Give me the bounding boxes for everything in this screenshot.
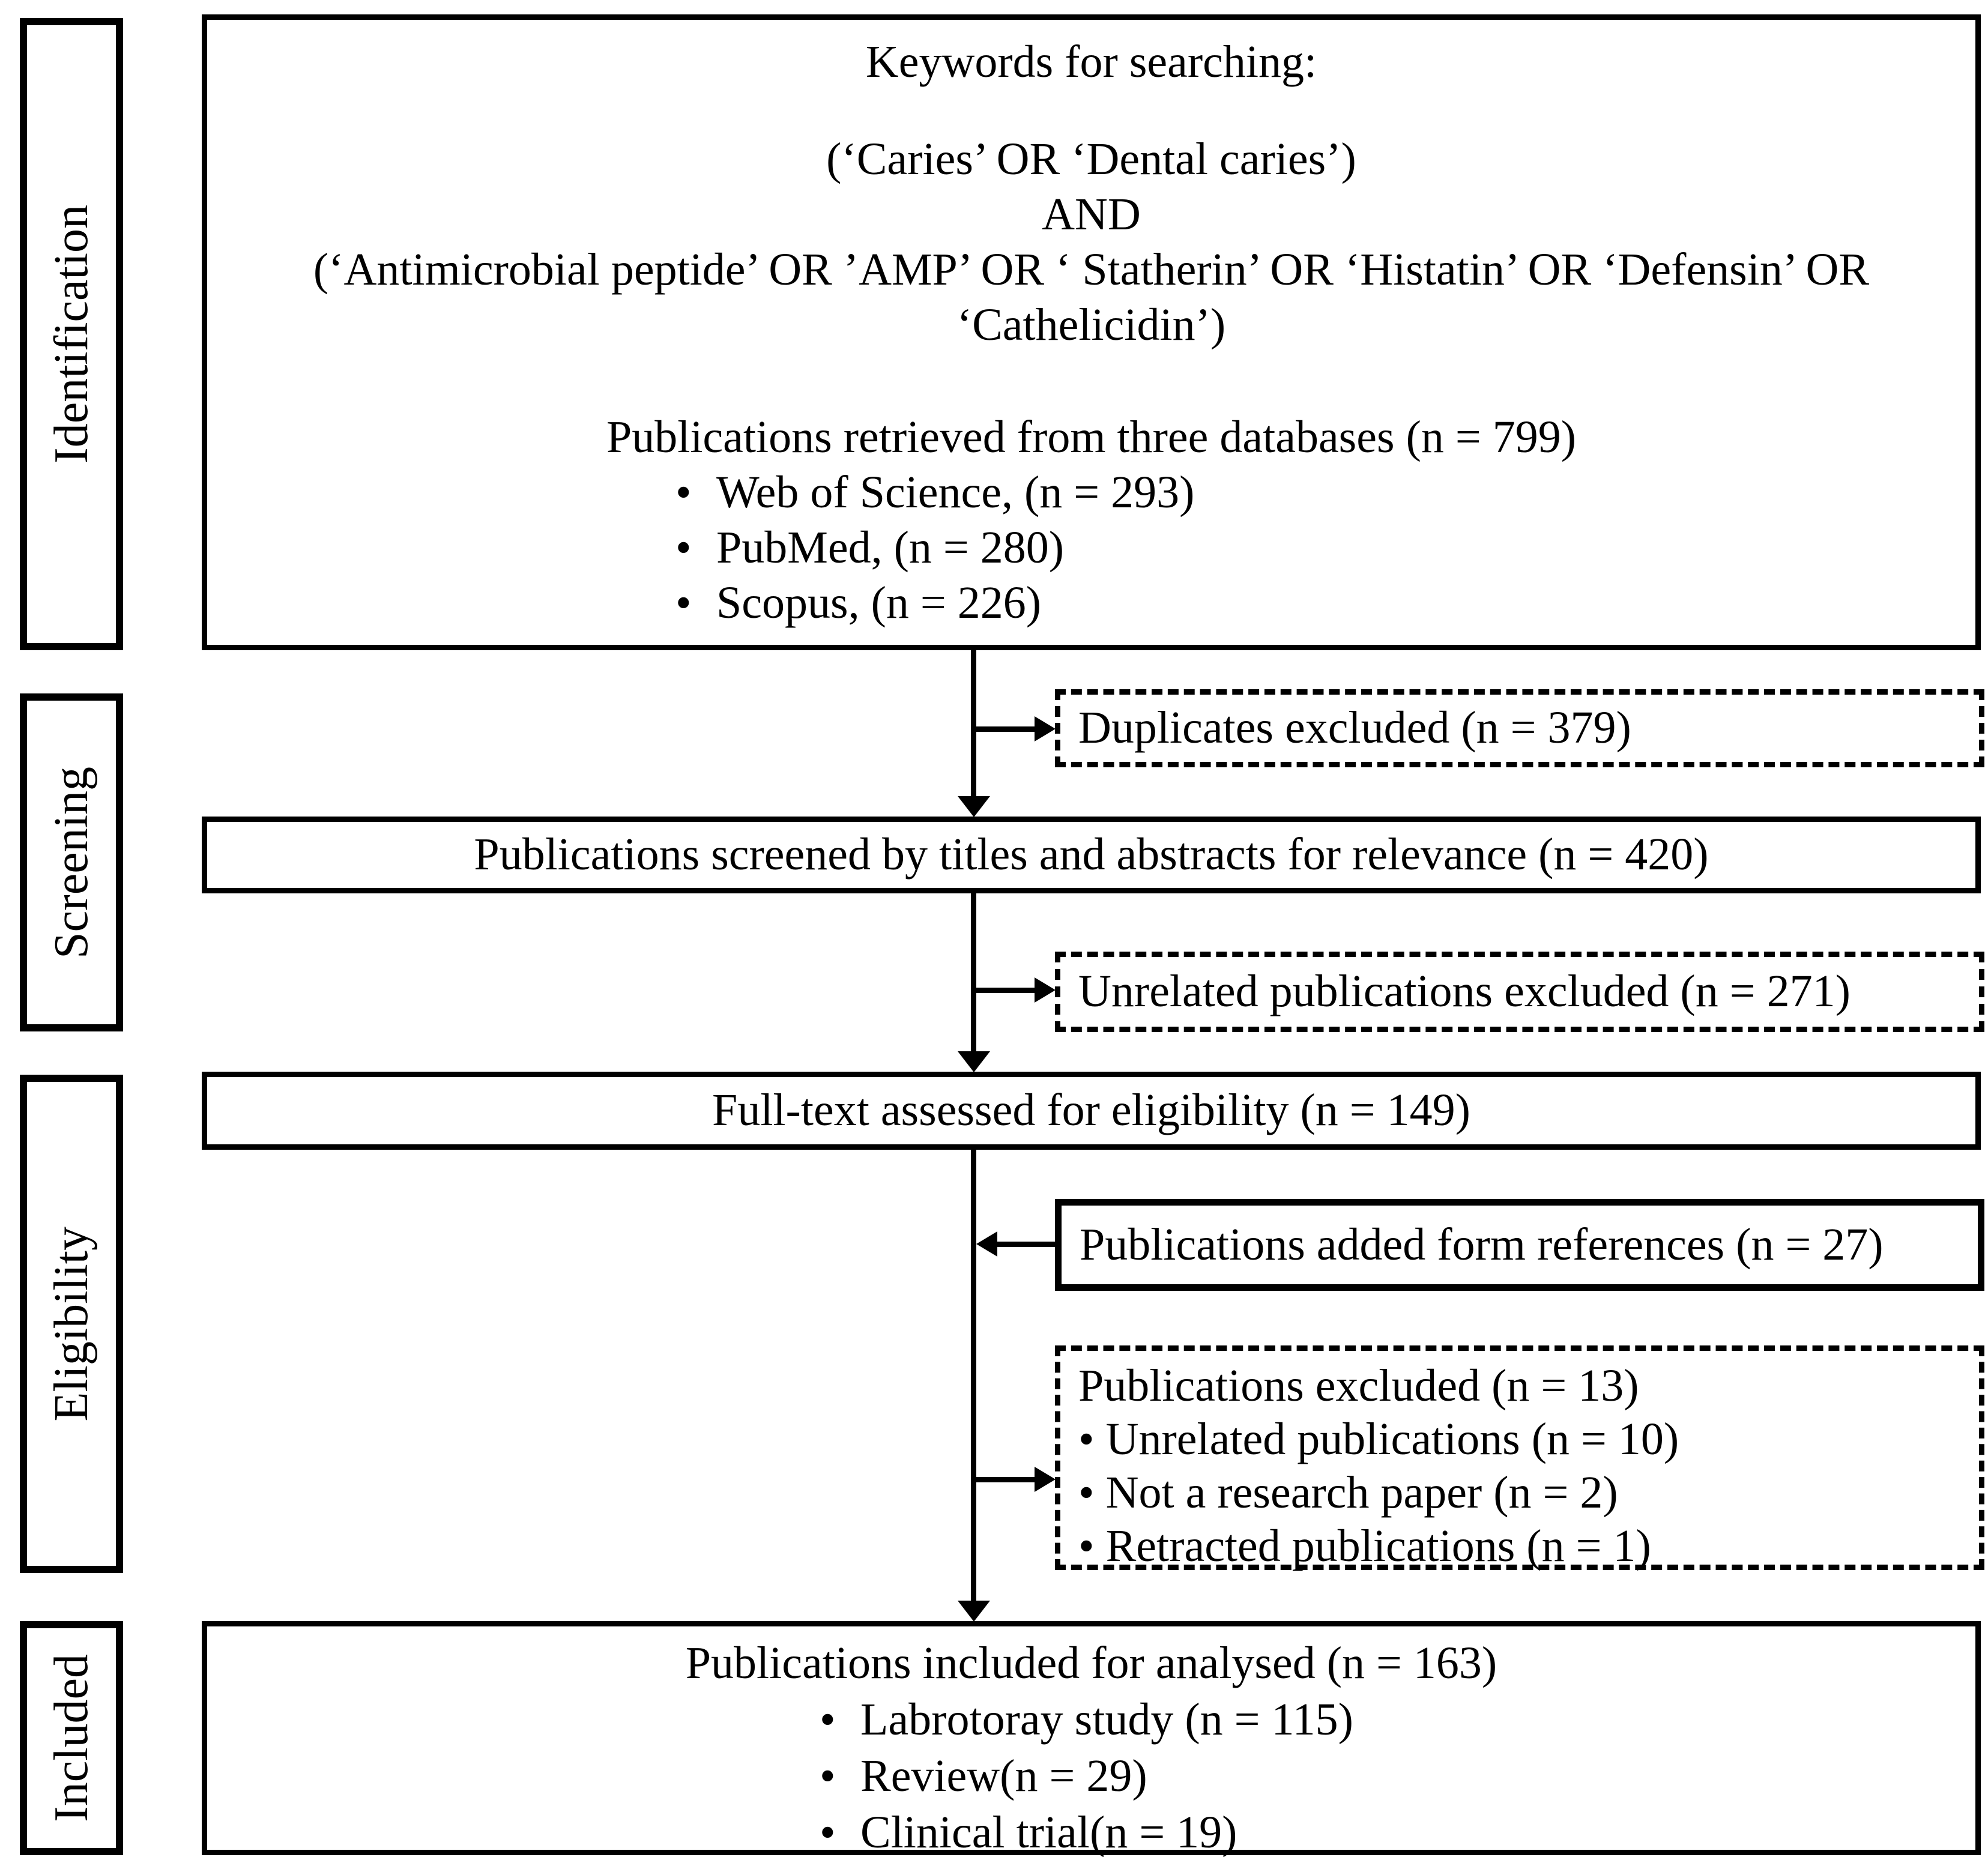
list-item: • Retracted publications (n = 1) (1078, 1520, 1679, 1573)
query-line-2: AND (1042, 189, 1141, 240)
excluded-title: Publications excluded (n = 13) (1078, 1360, 1639, 1411)
list-item: • Not a research paper (n = 2) (1078, 1466, 1679, 1520)
duplicates-excluded-box: Duplicates excluded (n = 379) (1055, 689, 1984, 767)
screened-box: Publications screened by titles and abst… (202, 817, 1981, 893)
unrelated-excluded-box: Unrelated publications excluded (n = 271… (1055, 952, 1984, 1032)
arrowhead-left-references (976, 1231, 997, 1257)
database-bullet-2: PubMed, (n = 280) (716, 522, 1065, 573)
query-line-1: (‘Caries’ OR ‘Dental caries’) (826, 134, 1356, 184)
branch-line-duplicates (973, 726, 1037, 732)
list-item: • Scopus, (n = 226) (675, 575, 1975, 630)
references-added-label: Publications added form references (n = … (1080, 1219, 1884, 1270)
keywords-title: Keywords for searching: (865, 37, 1317, 87)
bullet-icon: • (820, 1751, 836, 1801)
fulltext-label: Full-text assessed for eligibility (n = … (712, 1085, 1470, 1136)
database-bullet-3: Scopus, (n = 226) (716, 578, 1042, 628)
bullet-icon: • (675, 578, 692, 628)
branch-line-unrelated (973, 988, 1037, 993)
bullet-icon: • (820, 1694, 836, 1745)
keywords-box: Keywords for searching: (‘Caries’ OR ‘De… (202, 14, 1981, 650)
arrowhead-down-3 (958, 1601, 990, 1622)
connector-line-2 (971, 893, 976, 1055)
database-bullet-list: • Web of Science, (n = 293) • PubMed, (n =… (207, 465, 1975, 630)
connector-line-3 (971, 1150, 976, 1604)
arrowhead-right-unrelated (1035, 977, 1056, 1003)
arrowhead-right-duplicates (1035, 716, 1056, 741)
bullet-icon: • (1078, 1414, 1095, 1464)
list-item: • Unrelated publications (n = 10) (1078, 1413, 1679, 1466)
included-box: Publications included for analysed (n = … (202, 1621, 1981, 1858)
references-added-box: Publications added form references (n = … (1055, 1199, 1984, 1291)
branch-line-excluded (973, 1477, 1037, 1482)
stage-label-identification: Identification (44, 205, 98, 463)
bullet-icon: • (675, 467, 692, 518)
screened-label: Publications screened by titles and abst… (474, 829, 1709, 880)
arrowhead-down-1 (958, 796, 990, 817)
list-item: • Clinical trial(n = 19) (820, 1804, 1975, 1861)
query-line-3: (‘Antimicrobial peptide’ OR ’AMP’ OR ‘ S… (313, 244, 1870, 295)
excluded-bullet-2: Not a research paper (n = 2) (1105, 1467, 1618, 1518)
excluded-content: Publications excluded (n = 13) • Unrelat… (1060, 1351, 1685, 1579)
included-bullet-list: • Labrotoray study (n = 115) • Review(n = … (207, 1691, 1975, 1861)
included-bullet-2: Review(n = 29) (860, 1751, 1147, 1801)
included-bullet-1: Labrotoray study (n = 115) (860, 1694, 1353, 1745)
fulltext-box: Full-text assessed for eligibility (n = … (202, 1072, 1981, 1150)
included-title: Publications included for analysed (n = … (685, 1638, 1497, 1688)
list-item: • Review(n = 29) (820, 1748, 1975, 1804)
included-bullet-3: Clinical trial(n = 19) (860, 1807, 1237, 1858)
stage-label-eligibility: Eligibility (44, 1226, 98, 1422)
list-item: • Web of Science, (n = 293) (675, 465, 1975, 520)
spacer (207, 352, 1975, 409)
excluded-bullet-1: Unrelated publications (n = 10) (1105, 1414, 1679, 1464)
stage-box-eligibility: Eligibility (20, 1075, 123, 1573)
arrowhead-down-2 (958, 1051, 990, 1072)
excluded-box: Publications excluded (n = 13) • Unrelat… (1055, 1345, 1984, 1571)
bullet-icon: • (675, 522, 692, 573)
stage-label-screening: Screening (44, 766, 98, 959)
excluded-bullet-3: Retracted publications (n = 1) (1105, 1521, 1651, 1571)
list-item: • Labrotoray study (n = 115) (820, 1691, 1975, 1748)
bullet-icon: • (1078, 1467, 1095, 1518)
retrieved-line: Publications retrieved from three databa… (606, 412, 1577, 462)
spacer (207, 89, 1975, 131)
stage-box-included: Included (20, 1621, 123, 1855)
database-bullet-1: Web of Science, (n = 293) (716, 467, 1195, 518)
bullet-icon: • (820, 1807, 836, 1858)
query-line-4: ‘Cathelicidin’) (956, 300, 1226, 350)
arrowhead-right-excluded (1035, 1467, 1056, 1492)
stage-box-screening: Screening (20, 693, 123, 1031)
branch-line-references (997, 1242, 1055, 1247)
unrelated-excluded-label: Unrelated publications excluded (n = 271… (1078, 966, 1851, 1017)
connector-line-1 (971, 650, 976, 802)
bullet-icon: • (1078, 1521, 1095, 1571)
stage-label-included: Included (44, 1654, 98, 1822)
duplicates-excluded-label: Duplicates excluded (n = 379) (1078, 702, 1631, 753)
list-item: • PubMed, (n = 280) (675, 520, 1975, 575)
stage-box-identification: Identification (20, 18, 123, 650)
